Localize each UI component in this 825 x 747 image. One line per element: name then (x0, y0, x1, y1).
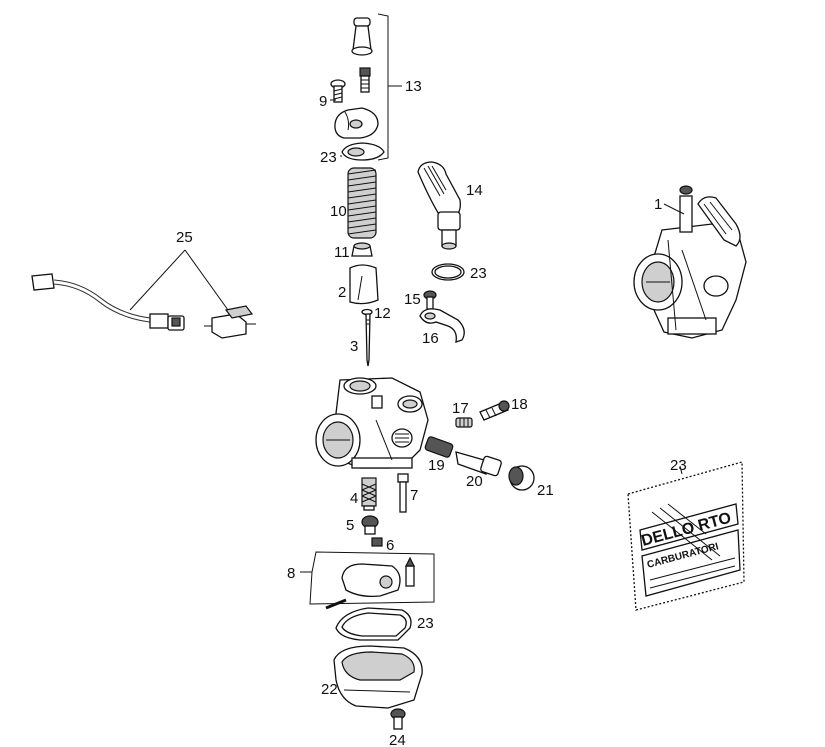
part-17-spring (455, 417, 473, 428)
part-8-float-needle (405, 556, 415, 587)
part-10-spring (347, 167, 377, 239)
part-18-idle-screw (479, 400, 510, 421)
callout-1: 1 (654, 196, 662, 213)
part-16-choke-bracket (419, 308, 465, 343)
part-4-fuel-filter (361, 477, 377, 511)
part-8-float (341, 563, 401, 598)
callout-2: 2 (338, 284, 346, 301)
part-23-o-ring (431, 263, 465, 281)
part-5-main-jet (361, 515, 379, 535)
callout-23-top: 23 (320, 149, 337, 166)
callout-4: 4 (350, 490, 358, 507)
part-13-bracket (377, 13, 389, 161)
callout-10: 10 (330, 203, 347, 220)
callout-23-oring: 23 (470, 265, 487, 282)
callout-6: 6 (386, 537, 394, 554)
part-1-carburetor-assembly (633, 185, 747, 339)
part-19-spring (424, 436, 454, 458)
part-21-cap (508, 465, 535, 491)
part-3-jet-needle (365, 313, 371, 367)
part-15-screw (423, 290, 437, 310)
callout-19: 19 (428, 457, 445, 474)
callout-23-bag: 23 (670, 457, 687, 474)
callout-5: 5 (346, 517, 354, 534)
carburetor-body (315, 377, 429, 469)
callout-7: 7 (410, 487, 418, 504)
part-9-screw (330, 79, 346, 103)
part-20-mixture-screw (455, 451, 502, 477)
part-14-choke-lever (417, 161, 461, 250)
part-8-float-pin (325, 598, 347, 610)
callout-15: 15 (404, 291, 421, 308)
part-7-jet (397, 473, 409, 513)
callout-20: 20 (466, 473, 483, 490)
callout-23-gasket: 23 (417, 615, 434, 632)
callout-13: 13 (405, 78, 422, 95)
part-13-cover-plate (334, 107, 379, 139)
part-13-throttle-valve-cap-group (330, 13, 402, 161)
part-2-throttle-valve (349, 264, 379, 305)
callout-3: 3 (350, 338, 358, 355)
callout-9: 9 (319, 93, 327, 110)
callout-18: 18 (511, 396, 528, 413)
part-23-bowl-gasket (335, 607, 412, 641)
part-25-choke-wiring (31, 249, 256, 339)
part-23-washer (341, 142, 385, 161)
callout-17: 17 (452, 400, 469, 417)
callout-8: 8 (287, 565, 295, 582)
part-24-drain-screw (390, 708, 406, 730)
callout-12: 12 (374, 305, 391, 322)
part-13-adjuster (359, 67, 371, 93)
callout-22: 22 (321, 681, 338, 698)
callout-11: 11 (334, 244, 350, 261)
callout-14: 14 (466, 182, 483, 199)
part-8-bracket (309, 551, 435, 605)
part-13-cap (351, 17, 373, 56)
part-22-float-bowl (333, 645, 423, 709)
leader-lines (300, 99, 685, 573)
callout-21: 21 (537, 482, 554, 499)
part-11-needle-retainer (351, 242, 373, 257)
callout-16: 16 (422, 330, 439, 347)
callout-labels: 13 9 23 10 11 2 12 3 14 23 15 16 1 25 17… (176, 78, 687, 747)
part-8-float-group (309, 551, 435, 610)
callout-25: 25 (176, 229, 193, 246)
callout-24: 24 (389, 732, 406, 747)
part-6-pilot-jet (371, 537, 383, 547)
part-23-gasket-kit-bag (627, 461, 745, 611)
